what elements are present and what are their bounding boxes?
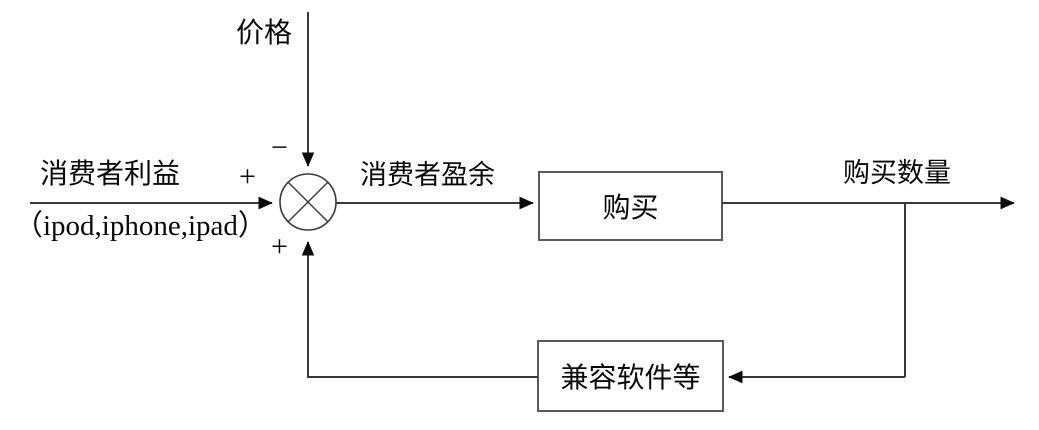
consumer-benefit-label-line2: （ipod,iphone,ipad）: [14, 210, 267, 242]
consumer-surplus-label: 消费者盈余: [360, 160, 495, 191]
purchase-block-label: 购买: [602, 191, 659, 224]
plus-sign-feedback-input: +: [271, 230, 288, 263]
feedback-return-path: [301, 241, 538, 378]
plus-sign-benefit-input: +: [239, 160, 256, 193]
purchase-quantity-label: 购买数量: [843, 158, 951, 189]
consumer-benefit-label-line1: 消费者利益: [40, 157, 181, 190]
minus-sign-price-input: −: [271, 131, 288, 164]
price-label: 价格: [236, 16, 293, 49]
compatible-software-block-label: 兼容软件等: [560, 361, 701, 394]
summing-junction-cross-b: [287, 181, 329, 223]
purchase-block-rect: [538, 171, 723, 241]
